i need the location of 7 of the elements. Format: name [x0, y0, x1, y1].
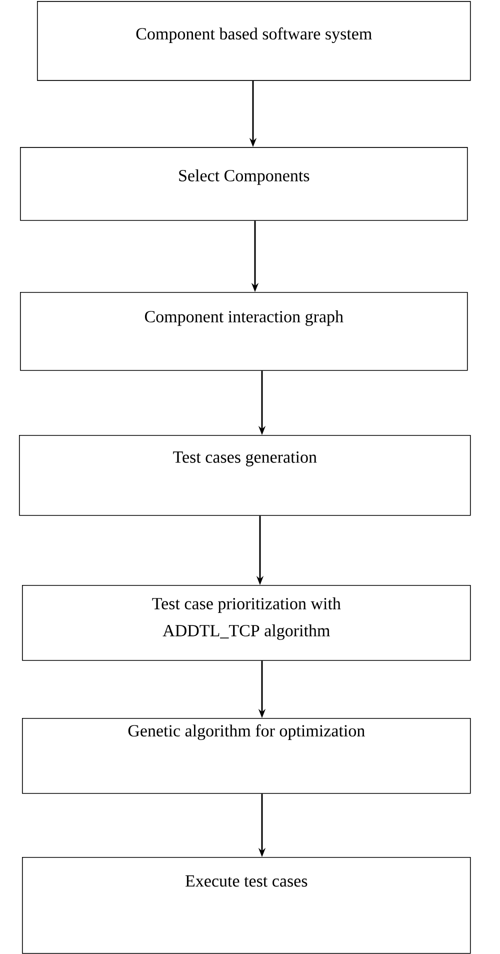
process-box: Component based software system	[37, 1, 471, 81]
process-box: Genetic algorithm for optimization	[22, 718, 471, 794]
process-box: Test case prioritization with ADDTL_TCP algorithm	[22, 585, 471, 661]
process-box: Execute test cases	[22, 857, 471, 954]
process-box: Component interaction graph	[20, 292, 468, 371]
process-box: Select Components	[20, 147, 468, 221]
process-box: Test cases generation	[19, 435, 471, 516]
